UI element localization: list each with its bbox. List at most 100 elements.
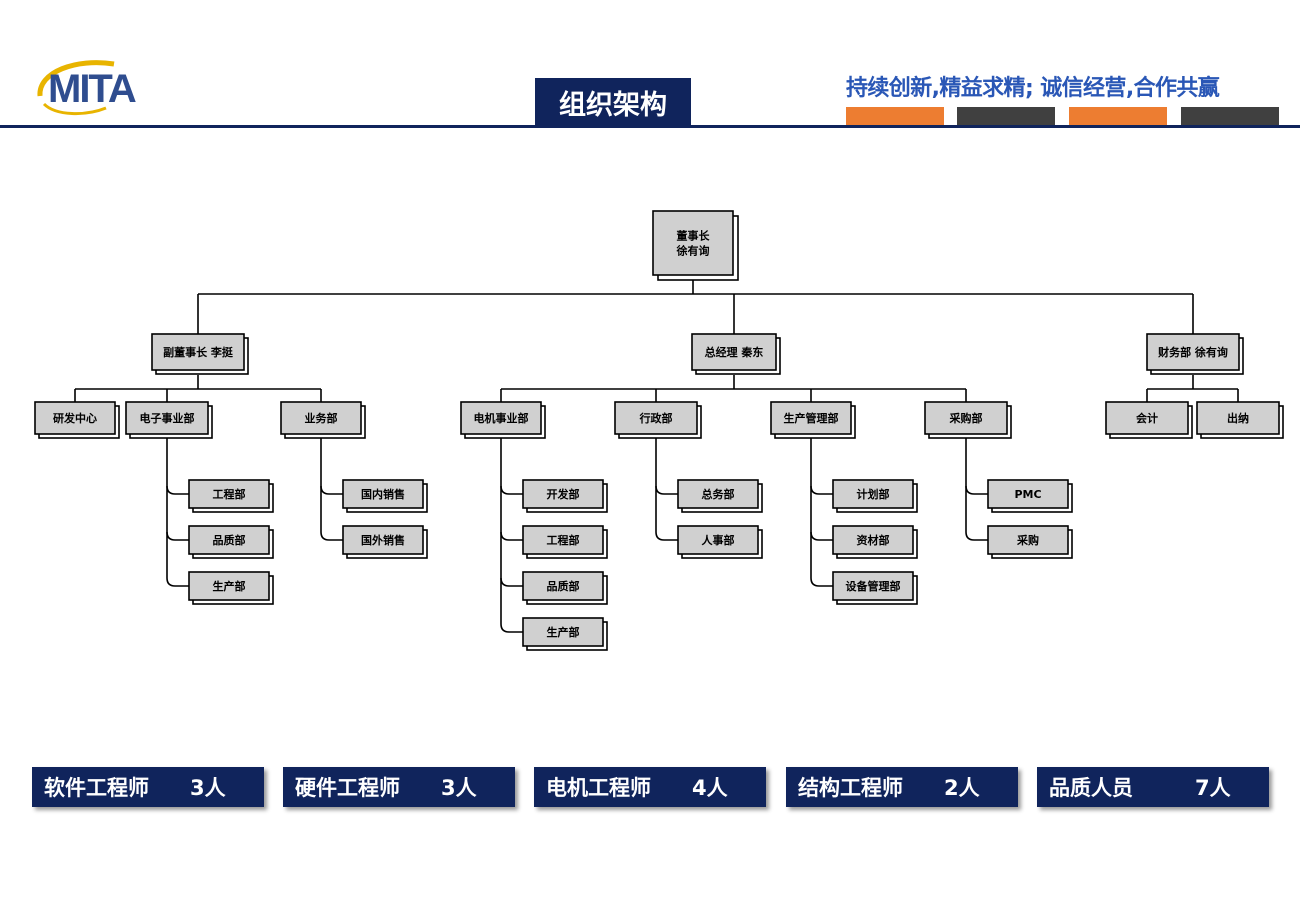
stat-count: 7人 [1195, 776, 1231, 800]
node-box [188, 571, 270, 601]
node-label: 品质部 [213, 533, 246, 547]
child-node: 计划部 [832, 479, 918, 513]
connector-child [320, 485, 343, 495]
node-label: 工程部 [547, 533, 580, 547]
connector-child [320, 531, 343, 541]
child-node: 工程部 [188, 479, 274, 513]
accent-bar-1 [846, 107, 944, 125]
node-box [522, 571, 604, 601]
svg-text:MITA: MITA [48, 67, 136, 111]
stat-count: 2人 [944, 776, 980, 800]
connector-child [965, 531, 988, 541]
unit-node: 生产管理部 [770, 401, 856, 439]
stat-quality-staff: 品质人员 7人 [1037, 767, 1269, 807]
connector-child [810, 577, 833, 587]
connector-child [965, 485, 988, 495]
node-box [342, 479, 424, 509]
node-label: 研发中心 [53, 411, 97, 425]
connector-child [166, 531, 189, 541]
node-label: 电子事业部 [140, 411, 195, 425]
connector-child [166, 577, 189, 587]
node-label: 开发部 [547, 487, 580, 501]
unit-node: 研发中心 [34, 401, 120, 439]
branch-node: 副董事长 李挺 [151, 333, 249, 375]
child-node: 设备管理部 [832, 571, 918, 605]
node-label: 国外销售 [361, 533, 405, 547]
stat-count: 4人 [692, 776, 728, 800]
mita-logo: MITA [37, 60, 138, 116]
node-box [188, 525, 270, 555]
node-box [342, 525, 424, 555]
node-label: 工程部 [213, 487, 246, 501]
node-label: 徐有询 [676, 244, 710, 258]
child-node: 资材部 [832, 525, 918, 559]
header-divider [0, 125, 1300, 128]
node-label: 财务部 徐有询 [1157, 345, 1228, 359]
node-box [987, 479, 1069, 509]
stat-count: 3人 [190, 776, 226, 800]
child-node: 人事部 [677, 525, 763, 559]
child-node: 国外销售 [342, 525, 428, 559]
node-box [832, 571, 914, 601]
accent-bar-3 [1069, 107, 1167, 125]
node-box [770, 401, 852, 435]
node-box [924, 401, 1008, 435]
node-box [1146, 333, 1240, 371]
node-label: 出纳 [1227, 411, 1249, 425]
node-label: 行政部 [639, 411, 673, 425]
node-box [522, 479, 604, 509]
node-box [1105, 401, 1189, 435]
unit-node: 业务部 [280, 401, 366, 439]
node-box [691, 333, 777, 371]
stat-role: 电机工程师 [546, 776, 651, 800]
company-slogan: 持续创新,精益求精; 诚信经营,合作共赢 [846, 76, 1220, 101]
stat-role: 品质人员 [1049, 776, 1133, 800]
unit-node: 电机事业部 [460, 401, 546, 439]
node-label: 资材部 [857, 533, 890, 547]
node-box [652, 210, 734, 276]
connector-child [810, 485, 833, 495]
node-label: 品质部 [547, 579, 580, 593]
node-box [677, 479, 759, 509]
unit-node: 出纳 [1196, 401, 1284, 439]
branch-node: 总经理 秦东 [691, 333, 781, 375]
accent-bar-2 [957, 107, 1055, 125]
stat-role: 硬件工程师 [295, 776, 400, 800]
connector-child [810, 531, 833, 541]
stat-structural-engineers: 结构工程师 2人 [786, 767, 1018, 807]
connector-child [500, 577, 523, 587]
child-node: 国内销售 [342, 479, 428, 513]
child-node: 总务部 [677, 479, 763, 513]
node-box [522, 617, 604, 647]
node-box [614, 401, 698, 435]
page-title: 组织架构 [535, 78, 691, 126]
node-label: 人事部 [702, 533, 735, 547]
node-box [125, 401, 209, 435]
child-node: 采购 [987, 525, 1073, 559]
stat-hardware-engineers: 硬件工程师 3人 [283, 767, 515, 807]
node-box [832, 525, 914, 555]
node-label: 国内销售 [361, 487, 405, 501]
child-node: 品质部 [522, 571, 608, 605]
node-box [987, 525, 1069, 555]
node-box [460, 401, 542, 435]
unit-node: 行政部 [614, 401, 702, 439]
node-label: 采购部 [949, 411, 983, 425]
child-node: 生产部 [188, 571, 274, 605]
child-node: 开发部 [522, 479, 608, 513]
connector-child [655, 531, 678, 541]
child-node: PMC [987, 479, 1073, 513]
branch-node: 财务部 徐有询 [1146, 333, 1244, 375]
node-box [280, 401, 362, 435]
connector-child [500, 623, 523, 633]
node-box [677, 525, 759, 555]
node-box [151, 333, 245, 371]
connector-child [166, 485, 189, 495]
connector-child [655, 485, 678, 495]
connector-child [500, 531, 523, 541]
stat-software-engineers: 软件工程师 3人 [32, 767, 264, 807]
child-node: 品质部 [188, 525, 274, 559]
node-label: 董事长 [677, 229, 711, 243]
node-label: PMC [1014, 488, 1041, 501]
